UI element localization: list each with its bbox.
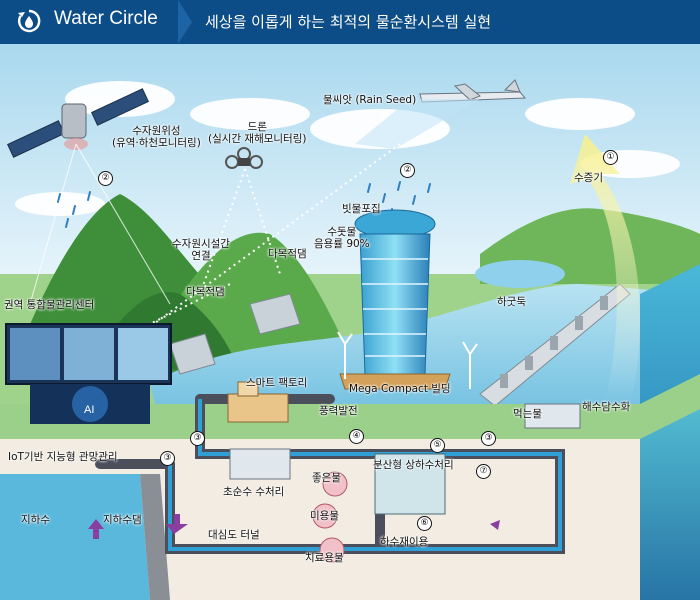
groundwater-label: 지하수	[21, 514, 50, 526]
marker-4: ④	[349, 429, 364, 444]
control-center-label: 권역 통합물관리센터	[4, 299, 95, 311]
underground-dam-wall	[140, 474, 170, 600]
marker-6: ⑥	[417, 516, 432, 531]
therapy-water-label: 치료용물	[305, 552, 344, 564]
rain-collection-label: 빗물포집	[342, 203, 381, 215]
satellite-icon	[7, 88, 149, 158]
estuary-barrage	[479, 283, 631, 407]
multipurpose-dam-label-1: 다목적댐	[268, 248, 307, 260]
header-divider	[178, 0, 192, 44]
marker-3b: ③	[160, 451, 175, 466]
water-cycle-illustration	[0, 44, 700, 600]
marker-2b: ②	[400, 163, 415, 178]
smart-factory-label: 스마트 팩토리	[246, 377, 308, 389]
desalination-plant	[524, 403, 581, 429]
dam	[249, 293, 301, 335]
drinking-water-label: 먹는물	[513, 408, 542, 420]
rain-seed-plane-icon	[355, 79, 527, 149]
drone-label: 드론 (실시간 재해모니터링)	[208, 121, 307, 146]
underground-dam-label: 지하수댐	[103, 514, 142, 526]
sewage-reuse-label: 하수재이용	[380, 536, 429, 548]
smart-factory	[227, 381, 289, 423]
header-bar: Water Circle 세상을 이롭게 하는 최적의 물순환시스템 실현	[0, 0, 700, 44]
deep-tunnel-label: 대심도 터널	[208, 529, 260, 541]
rain-seed-label: 물씨앗 (Rain Seed)	[323, 94, 417, 106]
marker-2a: ②	[98, 171, 113, 186]
mega-compact-building	[339, 209, 451, 390]
satellite-beams	[29, 143, 171, 305]
satellite-label: 수자원위성 (유역·하천모니터링)	[112, 125, 201, 150]
wind-turbines	[337, 331, 478, 389]
upper-lake	[475, 260, 565, 288]
ultrapure-label: 초순수 수처리	[223, 486, 285, 498]
marker-3a: ③	[190, 431, 205, 446]
beauty-water-label: 미용물	[310, 510, 339, 522]
iot-management-label: IoT기반 지능형 관망관리	[8, 451, 118, 463]
distributed-treatment-label: 분산형 상하수처리	[373, 459, 454, 471]
desalination-label: 해수담수화	[582, 401, 631, 413]
dam-2	[169, 333, 216, 375]
ultrapure-plant	[229, 448, 291, 480]
good-water-label: 좋은물	[312, 472, 341, 484]
groundwater-zone	[0, 474, 150, 600]
evaporation-arrow	[570, 134, 640, 404]
river-weir-label: 하굿둑	[497, 296, 526, 308]
water-bottles	[312, 471, 348, 563]
control-center-screens	[5, 323, 172, 424]
distributed-treatment-plant	[374, 453, 446, 515]
water-cycle-icon	[17, 9, 41, 33]
page-subtitle: 세상을 이롭게 하는 최적의 물순환시스템 실현	[205, 13, 492, 31]
flow-arrows	[88, 514, 500, 539]
marker-5: ⑤	[430, 438, 445, 453]
multipurpose-dam-label-2: 다목적댐	[186, 286, 225, 298]
tap-water-label: 수돗물 음용률 90%	[314, 226, 370, 251]
marker-7: ⑦	[476, 464, 491, 479]
page-title: Water Circle	[54, 8, 158, 29]
ai-label: AI	[84, 404, 95, 416]
wind-power-label: 풍력발전	[319, 405, 358, 417]
mega-compact-label: Mega Compact 빌딩	[349, 383, 451, 395]
water-facility-label: 수자원시설간 연결	[172, 238, 230, 263]
evaporation-label: 수증기	[574, 172, 603, 184]
marker-1: ①	[603, 150, 618, 165]
connection-lines	[109, 143, 401, 345]
drone-icon	[225, 147, 263, 169]
marker-3c: ③	[481, 431, 496, 446]
